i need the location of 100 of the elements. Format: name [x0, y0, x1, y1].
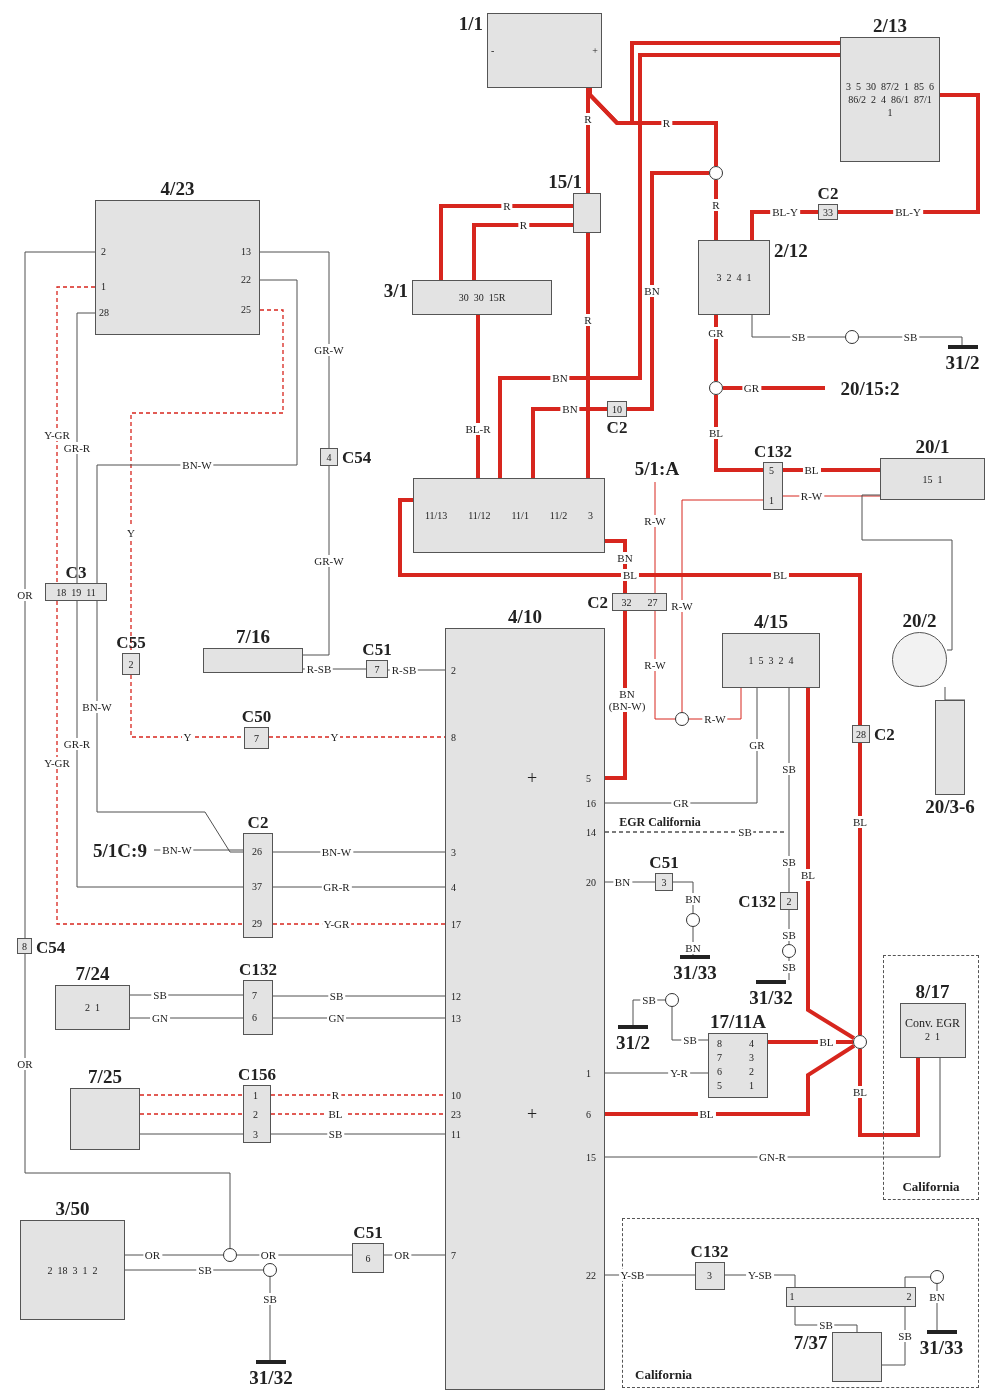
- wire: [838, 93, 980, 214]
- pin-number: 5: [586, 773, 591, 784]
- wire: [139, 1113, 244, 1115]
- wire-color-label: R: [329, 1089, 342, 1101]
- wire: [605, 1044, 856, 1116]
- component-label: 3/1: [383, 281, 408, 300]
- connector-label: C2: [247, 814, 269, 831]
- pin-number: 7: [451, 1250, 456, 1261]
- wire: [858, 1049, 920, 1137]
- pin-number: 30: [866, 81, 877, 92]
- wire: [714, 315, 718, 381]
- pin-number: 3: [707, 1270, 712, 1281]
- fuse-box: [413, 478, 605, 553]
- connector-label: C2: [587, 594, 608, 611]
- wire-color-label: SB: [196, 1264, 214, 1276]
- wire: [269, 1276, 271, 1361]
- wire-color-label: R: [582, 314, 594, 326]
- connector-label: C156: [238, 1066, 276, 1083]
- wire-color-label: SB: [896, 1330, 914, 1342]
- pin-number: 8: [717, 1038, 722, 1049]
- pin-number: 20: [586, 877, 596, 888]
- pin-number: 85: [913, 81, 924, 92]
- pin-number: +: [592, 45, 598, 56]
- pin-number: 1: [749, 1080, 754, 1091]
- pin-number: 6: [928, 81, 934, 92]
- pin-number: 1: [253, 1090, 258, 1101]
- wire: [681, 499, 764, 713]
- pin-number: 2: [47, 1264, 53, 1276]
- wire: [270, 1113, 446, 1115]
- pin-number: 3: [846, 81, 852, 92]
- wire-color-label: R-W: [702, 713, 728, 725]
- wire-color-label: SB: [326, 1128, 345, 1140]
- wire-color-label: BL-Y: [893, 206, 923, 218]
- wire-color-label: BN: [612, 876, 633, 888]
- component-label: 20/1: [915, 437, 950, 456]
- wire-color-label: BL: [817, 1036, 836, 1048]
- splice-point: [675, 712, 689, 726]
- pin-number: 12: [451, 991, 461, 1002]
- splice-point: [223, 1248, 237, 1262]
- wire: [498, 53, 840, 478]
- wire-color-label: Y-SB: [618, 1269, 647, 1281]
- wire: [586, 233, 590, 478]
- terminal-label: 31/2: [616, 1032, 650, 1053]
- connector-label: C51: [353, 1224, 383, 1241]
- wire-color-label: GN-R: [757, 1151, 788, 1163]
- option-note: EGR California: [619, 814, 701, 830]
- connector-label: C55: [116, 634, 146, 651]
- splice-point: [929, 1269, 944, 1284]
- wire-color-label: Y: [181, 731, 194, 743]
- pin-number: 15: [586, 1152, 596, 1163]
- pin-number: 3: [716, 272, 722, 283]
- pin-number: 6: [252, 1012, 257, 1023]
- connector-label: C132: [754, 443, 792, 460]
- wire: [398, 498, 862, 725]
- component-label: 1/1: [458, 14, 483, 33]
- pin-number: 1: [887, 107, 893, 118]
- wire: [259, 251, 330, 449]
- region-label: California: [902, 1180, 960, 1193]
- wire-color-label: R: [517, 219, 530, 231]
- wire-color-label: Y-SB: [746, 1269, 774, 1281]
- wire: [124, 1269, 264, 1271]
- wire: [139, 1133, 244, 1135]
- wire: [472, 223, 573, 280]
- wire-color-label: BL: [802, 464, 821, 476]
- connector-label: C3: [65, 564, 87, 581]
- wire-color-label: GR-R: [321, 881, 352, 893]
- pin-number: 3: [72, 1264, 78, 1276]
- wire: [124, 1254, 224, 1256]
- pin-number: 11: [86, 586, 96, 598]
- wire: [605, 611, 627, 780]
- wire-color-label: OR: [15, 589, 35, 601]
- wire: [714, 395, 763, 472]
- pin-number: 3: [661, 876, 667, 888]
- wire: [272, 1017, 446, 1019]
- component-label: 20/2: [902, 611, 937, 630]
- pin-number: 17: [451, 919, 461, 930]
- component-label: 7/25: [88, 1067, 122, 1086]
- wire: [476, 315, 480, 478]
- wire-color-label: BN: [683, 941, 703, 954]
- pin-number: 30: [473, 292, 484, 303]
- wire-color-label: BL: [697, 1108, 716, 1120]
- wire-color-label: R-SB: [304, 663, 334, 675]
- pin-number: 7: [254, 732, 259, 744]
- pin-number: 3: [253, 1129, 258, 1140]
- pin-number: 5: [717, 1080, 722, 1091]
- connector-label: C54: [36, 939, 66, 956]
- wire-color-label: SB: [780, 928, 798, 941]
- pin-number: 2: [778, 655, 784, 666]
- wire-color-label: BN-W: [180, 459, 214, 471]
- splice-point: [263, 1263, 277, 1277]
- pin-number: 1: [935, 1031, 940, 1042]
- wire: [96, 279, 298, 584]
- pin-number: 2: [749, 1066, 754, 1077]
- wire-color-label: BL: [770, 569, 790, 581]
- wire-color-label: BN: [560, 403, 580, 415]
- pin-number: 2: [871, 94, 877, 105]
- wire-color-label: Y-GR: [42, 429, 72, 441]
- wire: [881, 1306, 906, 1366]
- terminal-label: 20/15:2: [825, 376, 915, 402]
- wire-color-label: OR: [258, 1249, 279, 1261]
